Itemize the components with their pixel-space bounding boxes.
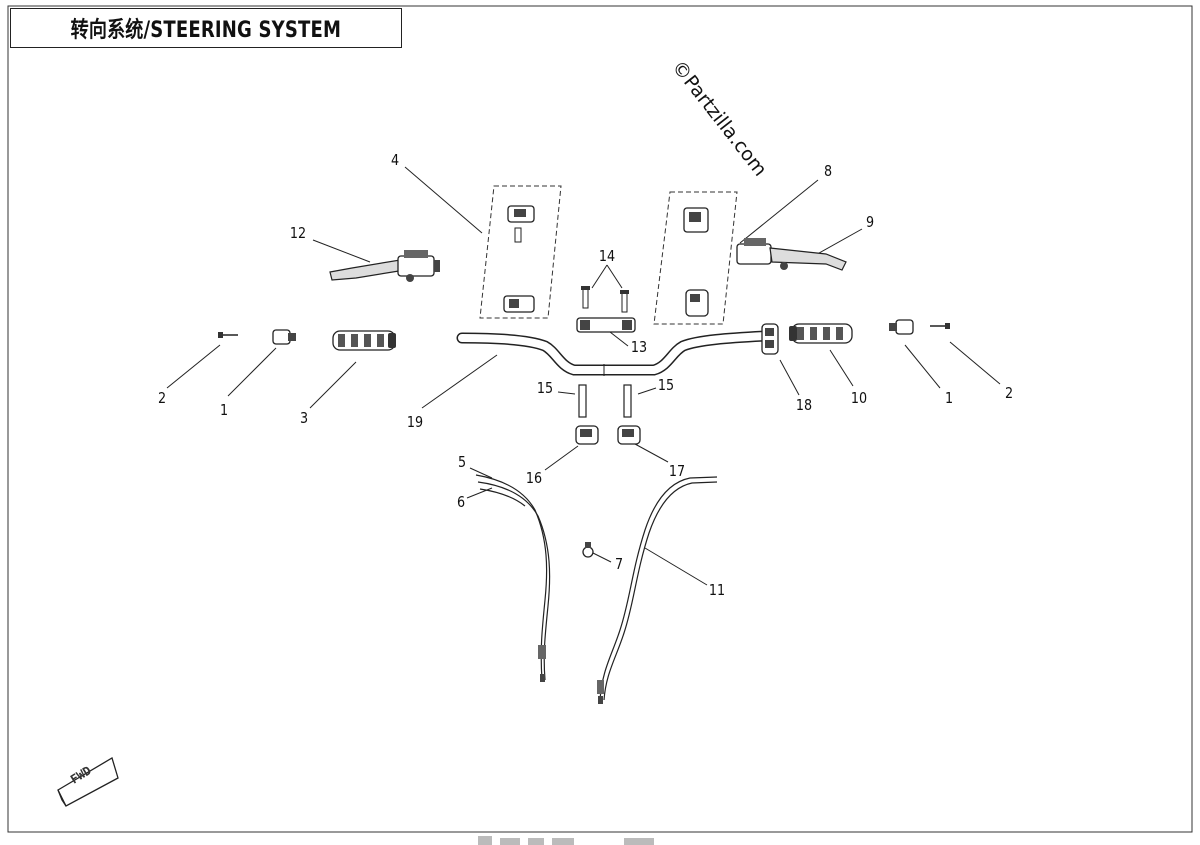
- left-switch-group-box: [479, 185, 562, 319]
- right-end-screw: [930, 323, 950, 329]
- left-bar-end-weight: [272, 329, 296, 345]
- callout-15-left: 15: [536, 379, 554, 397]
- callout-1-right: 1: [944, 389, 954, 407]
- left-brake-lever: [329, 250, 440, 282]
- callout-4: 4: [390, 151, 400, 169]
- callout-2-right: 2: [1004, 384, 1014, 402]
- clamp-bolts: [581, 286, 629, 313]
- left-switch-parts: [503, 205, 535, 313]
- callout-8: 8: [823, 162, 833, 180]
- callout-2-left: 2: [157, 389, 167, 407]
- cable-clip: [582, 542, 594, 558]
- callout-16: 16: [525, 469, 543, 487]
- callout-11: 11: [708, 581, 726, 599]
- right-switch-parts: [683, 207, 709, 317]
- callout-5: 5: [457, 453, 467, 471]
- callout-9: 9: [865, 213, 875, 231]
- throttle-housing: [761, 323, 779, 355]
- callout-17: 17: [668, 462, 686, 480]
- throttle-cable: [597, 476, 718, 704]
- callout-18: 18: [795, 396, 813, 414]
- bottom-logo-fragment: [478, 836, 654, 845]
- leader-lines: [166, 166, 1001, 586]
- diagram-frame: [7, 5, 1193, 833]
- callout-13: 13: [630, 338, 648, 356]
- callout-19: 19: [406, 413, 424, 431]
- callout-6: 6: [456, 493, 466, 511]
- upper-clamp: [576, 317, 636, 333]
- callout-1-left: 1: [219, 401, 229, 419]
- callout-3: 3: [299, 409, 309, 427]
- title-box: 转向系统/STEERING SYSTEM: [10, 8, 402, 48]
- callout-7: 7: [614, 555, 624, 573]
- lower-bolts: [578, 384, 632, 418]
- right-brake-lever: [736, 238, 847, 271]
- right-grip: [789, 323, 853, 344]
- callout-15-right: 15: [657, 376, 675, 394]
- lower-holders: [575, 425, 641, 445]
- right-switch-group-box: [653, 191, 738, 325]
- right-bar-end-weight: [889, 319, 914, 335]
- page-title: 转向系统/STEERING SYSTEM: [70, 18, 342, 43]
- callout-12: 12: [289, 224, 307, 242]
- fwd-arrow: [57, 757, 119, 807]
- callout-14: 14: [598, 247, 616, 265]
- left-end-screw: [218, 332, 238, 338]
- left-grip: [332, 330, 396, 351]
- callout-10: 10: [850, 389, 868, 407]
- clutch-cable: [475, 474, 551, 682]
